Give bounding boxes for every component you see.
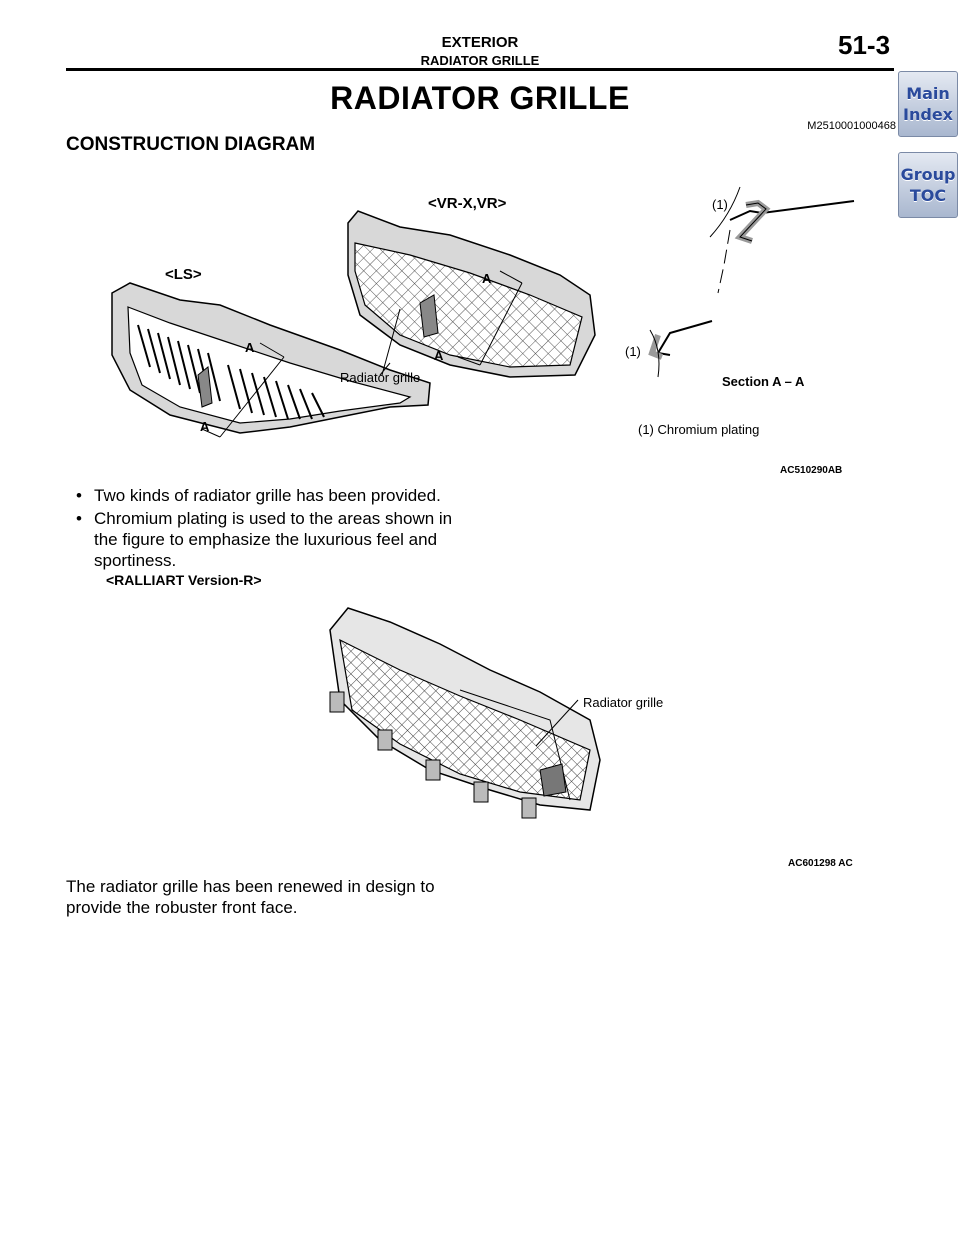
main-index-label-1: Main <box>906 84 950 103</box>
main-index-label-2: Index <box>903 105 953 124</box>
header-section: EXTERIOR <box>441 34 519 51</box>
label-a-2: A <box>200 419 210 434</box>
header-subsection: RADIATOR GRILLE <box>420 53 540 68</box>
construction-diagram: <LS> <VR-X,VR> A A A A Radiator grille (… <box>111 186 855 476</box>
ralliart-grille-drawing <box>329 607 601 819</box>
ls-grille-drawing <box>111 282 431 434</box>
bullet-item: Chromium plating is used to the areas sh… <box>72 508 472 571</box>
ralliart-grille-diagram: Radiator grille AC601298 AC <box>329 607 853 869</box>
grille-leader-line <box>535 699 579 747</box>
label-chromium-plating: (1) Chromium plating <box>638 422 759 437</box>
label-a-4: A <box>434 348 444 363</box>
label-radiator-grille-1: Radiator grille <box>340 370 420 385</box>
section-a-a-drawing <box>648 186 855 378</box>
bullet-list: Two kinds of radiator grille has been pr… <box>72 485 472 573</box>
figure2-id: AC601298 AC <box>788 858 853 869</box>
header-rule <box>66 68 894 71</box>
variant-label: <RALLIART Version-R> <box>106 572 262 588</box>
label-vrx-vr: <VR-X,VR> <box>428 195 507 212</box>
label-one-lower: (1) <box>625 344 641 359</box>
vrx-grille-drawing <box>347 210 596 378</box>
page-title: RADIATOR GRILLE <box>330 80 630 116</box>
label-ls: <LS> <box>165 266 202 283</box>
label-one-upper: (1) <box>712 197 728 212</box>
label-a-1: A <box>245 340 255 355</box>
group-toc-label-1: Group <box>900 165 956 184</box>
group-toc-label-2: TOC <box>909 186 947 205</box>
document-id: M2510001000468 <box>807 120 896 132</box>
section-heading: CONSTRUCTION DIAGRAM <box>66 134 316 155</box>
section-lines <box>201 270 523 438</box>
figure1-id: AC510290AB <box>780 465 842 476</box>
label-radiator-grille-2: Radiator grille <box>583 695 663 710</box>
page-number: 51-3 <box>838 30 891 60</box>
main-index-button[interactable]: Main Index <box>898 71 958 137</box>
body-paragraph: The radiator grille has been renewed in … <box>66 877 435 917</box>
bullet-item: Two kinds of radiator grille has been pr… <box>72 485 472 506</box>
group-toc-button[interactable]: Group TOC <box>898 152 958 218</box>
label-a-3: A <box>482 271 492 286</box>
label-section-a-a: Section A – A <box>722 374 805 389</box>
